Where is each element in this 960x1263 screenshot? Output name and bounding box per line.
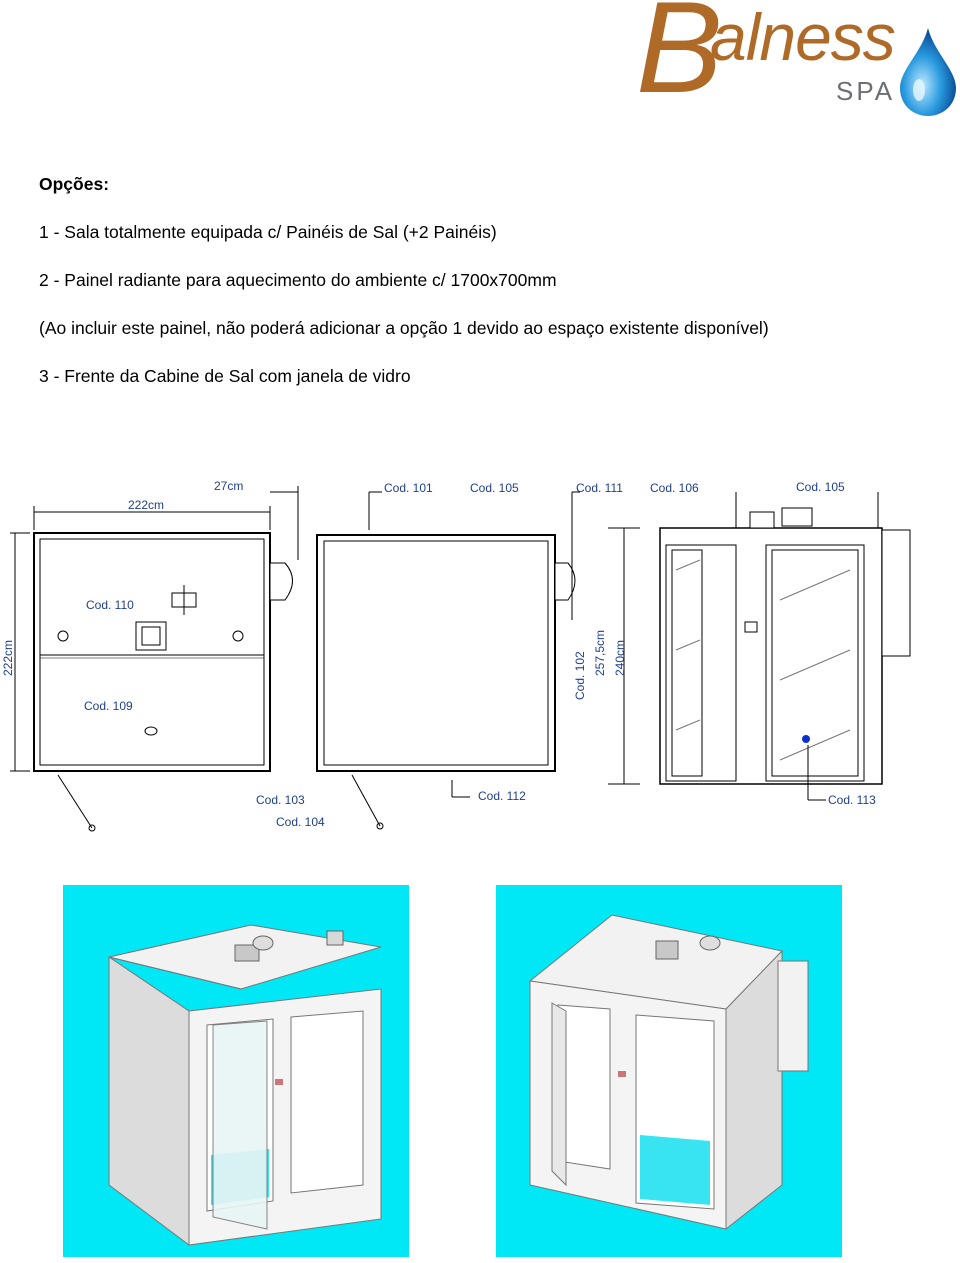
label-cod-111: Cod. 111 — [576, 481, 623, 495]
label-cod-113: Cod. 113 — [828, 793, 876, 807]
cabin-render-left-illustration — [108, 924, 382, 1246]
label-cod-106: Cod. 106 — [650, 481, 699, 495]
label-cod-109: Cod. 109 — [84, 699, 133, 713]
cabin-render-left — [63, 885, 409, 1257]
logo-letter-b: B — [636, 0, 723, 120]
cabin-render-right — [496, 885, 842, 1257]
label-cod-101: Cod. 101 — [384, 481, 433, 495]
logo-brand-name: alness — [710, 0, 896, 74]
water-drop-icon — [900, 28, 956, 116]
top-view-drawing: 27cm 222cm 222cm Cod. 110 Cod. 109 — [1, 479, 299, 832]
technical-drawings: 27cm 222cm 222cm Cod. 110 Cod. 109 Cod. … — [1, 479, 911, 832]
option-2: 2 - Painel radiante para aquecimento do … — [39, 270, 557, 290]
label-cod-105-b: Cod. 105 — [796, 480, 845, 494]
options-section: Opções: 1 - Sala totalmente equipada c/ … — [39, 172, 939, 412]
option-1: 1 - Sala totalmente equipada c/ Painéis … — [39, 222, 497, 242]
balness-spa-logo: B alness SPA — [630, 0, 960, 125]
front-elevation-drawing: Cod. 106 Cod. 105 257,5cm 240cm Cod. 113 — [593, 480, 911, 807]
option-2-note: (Ao incluir este painel, não poderá adic… — [39, 318, 769, 338]
dim-27cm: 27cm — [214, 479, 243, 493]
dim-240cm: 240cm — [613, 640, 627, 676]
label-cod-112: Cod. 112 — [478, 789, 526, 803]
label-cod-102: Cod. 102 — [573, 651, 587, 700]
logo-spa: SPA — [836, 76, 896, 106]
cabin-render-right-illustration — [528, 914, 809, 1231]
floor-plan-drawing: Cod. 101 Cod. 105 Cod. 111 Cod. 102 Cod.… — [256, 481, 623, 830]
dim-222cm-top: 222cm — [128, 498, 164, 512]
dim-222cm-side: 222cm — [1, 640, 15, 676]
label-cod-105-a: Cod. 105 — [470, 481, 519, 495]
label-cod-103: Cod. 103 — [256, 793, 305, 807]
dim-257-5cm: 257,5cm — [593, 630, 607, 676]
label-cod-104: Cod. 104 — [276, 815, 325, 829]
option-3: 3 - Frente da Cabine de Sal com janela d… — [39, 366, 411, 386]
options-heading: Opções: — [39, 174, 110, 194]
label-cod-110: Cod. 110 — [86, 598, 134, 612]
